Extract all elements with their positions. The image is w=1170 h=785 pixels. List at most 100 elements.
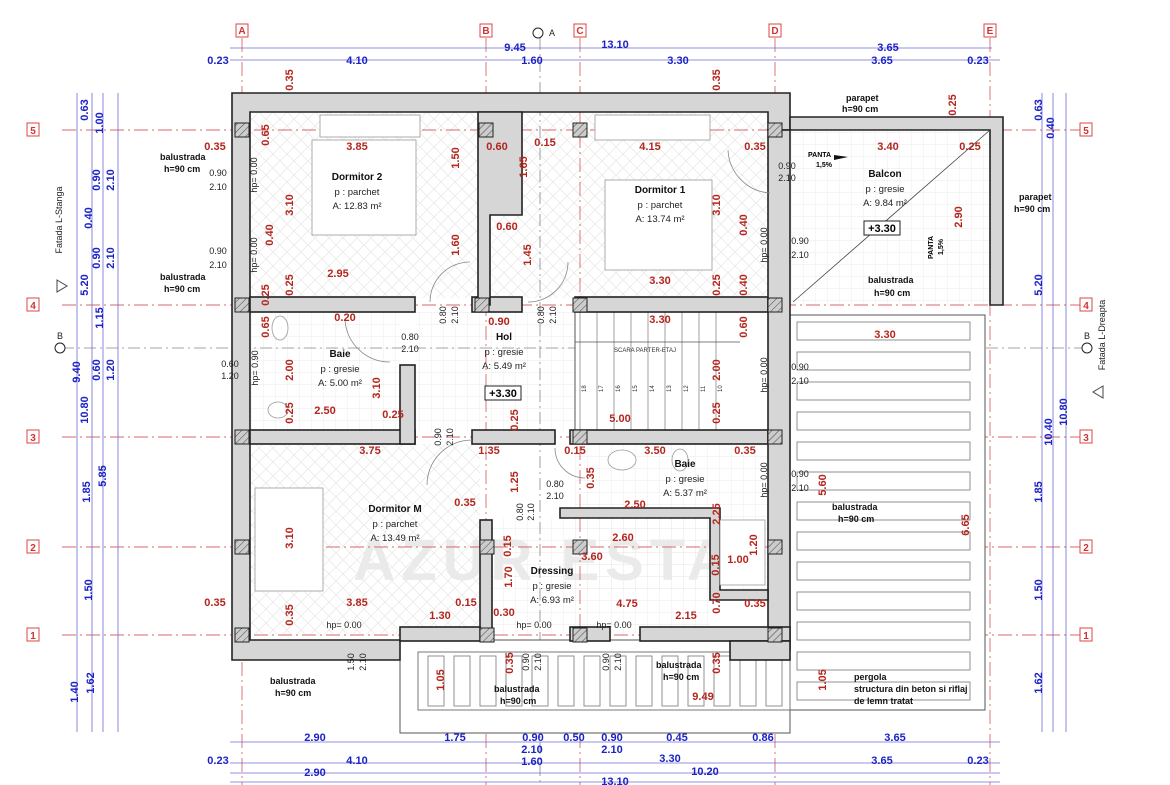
dimension-label-red: 3.10	[284, 527, 296, 548]
terrace-slat	[479, 655, 497, 707]
pergola-slat	[796, 441, 971, 461]
axis-box	[26, 539, 40, 554]
dimension-label-red: 2.95	[327, 268, 348, 280]
sill-height-label: hp= 0.00	[326, 620, 361, 630]
dimension-label-red: 3.10	[371, 377, 383, 398]
opening-size-label: 0.90	[601, 653, 611, 671]
opening-size-label: 2.10	[358, 653, 368, 671]
axis-box	[1079, 429, 1093, 444]
dimension-label-blue: 5.20	[1033, 274, 1045, 295]
opening-size-label: 2.10	[445, 428, 455, 446]
dimension-label-red: 0.20	[334, 312, 355, 324]
axis-box	[26, 429, 40, 444]
shower	[719, 519, 766, 586]
room-name: Dormitor M	[368, 504, 421, 515]
axis-label-row: 1	[30, 631, 36, 642]
balustrada-note: balustrada	[494, 684, 541, 694]
dimension-label-red: 0.35	[744, 141, 765, 153]
dimension-label-red: 3.40	[877, 141, 898, 153]
balustrada-height: h=90 cm	[838, 514, 874, 524]
dimension-label-red: 3.10	[711, 194, 723, 215]
dimension-label-blue: 1.60	[521, 55, 542, 67]
dimension-label-red: 3.30	[874, 329, 895, 341]
axis-box	[1079, 297, 1093, 312]
dimension-label-red: 0.35	[284, 69, 296, 90]
axis-box	[768, 23, 782, 38]
dimension-lines	[76, 47, 1067, 783]
pergola	[789, 314, 986, 711]
dimension-label-blue: 5.20	[79, 274, 91, 295]
dimension-label-blue: 0.23	[967, 55, 988, 67]
dimension-label-red: 0.40	[264, 224, 276, 245]
dimension-label-red: 2.50	[624, 499, 645, 511]
dimension-label-red: 0.15	[564, 445, 585, 457]
dimension-label-blue: 0.63	[79, 99, 91, 120]
dimension-label-red: 2.00	[284, 359, 296, 380]
axis-box	[573, 23, 587, 38]
opening-size-label: 2.10	[778, 173, 796, 183]
axis-label-row: 4	[1083, 301, 1089, 312]
balustrada-note: balustrada	[868, 275, 915, 285]
dimension-label-red: 0.35	[284, 604, 296, 625]
dimension-label-blue: 0.90	[601, 732, 622, 744]
dimension-label-blue: 2.10	[521, 744, 542, 756]
wardrobe	[594, 114, 711, 141]
dimension-label-red: 3.85	[346, 141, 367, 153]
dimension-label-blue: 2.90	[304, 767, 325, 779]
opening-size-label: 0.80	[536, 306, 546, 324]
dimension-label-red: 0.40	[738, 274, 750, 295]
opening-size-label: 0.60	[221, 359, 239, 369]
dimension-label-red: 1.50	[450, 147, 462, 168]
opening-size-label: 1.50	[346, 653, 356, 671]
dimension-label-blue: 0.60	[91, 359, 103, 380]
door-swings[interactable]	[344, 149, 771, 486]
pergola-slat	[796, 381, 971, 401]
room-area: A: 13.74 m²	[635, 214, 684, 225]
balustrada-note: balustrada	[270, 676, 317, 686]
dimension-label-blue: 1.40	[69, 681, 81, 702]
walls	[231, 92, 1004, 661]
dimension-label-blue: 0.23	[207, 755, 228, 767]
room-name: Baie	[329, 349, 351, 360]
axis-label-row: 5	[30, 126, 36, 137]
bed-dormitor-2	[311, 139, 417, 236]
opening-size-label: 2.10	[791, 376, 809, 386]
dimension-label-blue: 3.65	[884, 732, 905, 744]
stair-number: 15	[633, 385, 639, 392]
opening-size-label: 0.90	[791, 362, 809, 372]
axis-label-col: B	[482, 26, 489, 37]
dimension-label-red: 0.35	[734, 445, 755, 457]
dimension-label-red: 0.25	[959, 141, 980, 153]
dimension-label-blue: 13.10	[601, 39, 629, 51]
dimension-label-red: 0.35	[711, 69, 723, 90]
terrace-slat	[531, 655, 549, 707]
room-name: Dormitor 1	[635, 185, 686, 196]
dimension-label-red: 3.10	[284, 194, 296, 215]
dimension-label-red: 1.20	[748, 534, 760, 555]
dimension-label-blue: 10.20	[691, 766, 719, 778]
dimension-label-red: 0.35	[744, 598, 765, 610]
furniture	[254, 114, 991, 592]
level-value: +3.30	[868, 223, 896, 235]
room-floor: p : gresie	[532, 581, 571, 592]
room-area: A: 5.00 m²	[318, 378, 362, 389]
stair-number: 16	[616, 385, 622, 392]
axis-box	[479, 23, 493, 38]
dimension-label-red: 0.25	[284, 402, 296, 423]
bed-dormitor-1	[604, 179, 713, 271]
pergola-slat	[796, 561, 971, 581]
structural-columns	[234, 122, 783, 643]
room-floor: p : parchet	[335, 187, 380, 198]
stair-number: 13	[667, 385, 673, 392]
stair-number: 14	[650, 385, 656, 392]
dimension-label-blue: 2.10	[601, 744, 622, 756]
dimension-label-blue: 3.65	[871, 55, 892, 67]
dimension-label-blue: 13.10	[601, 776, 629, 785]
dimension-label-red: 1.05	[435, 669, 447, 690]
terrace	[399, 639, 791, 734]
dimension-label-blue: 2.10	[105, 247, 117, 268]
dimension-label-blue: 4.10	[346, 755, 367, 767]
